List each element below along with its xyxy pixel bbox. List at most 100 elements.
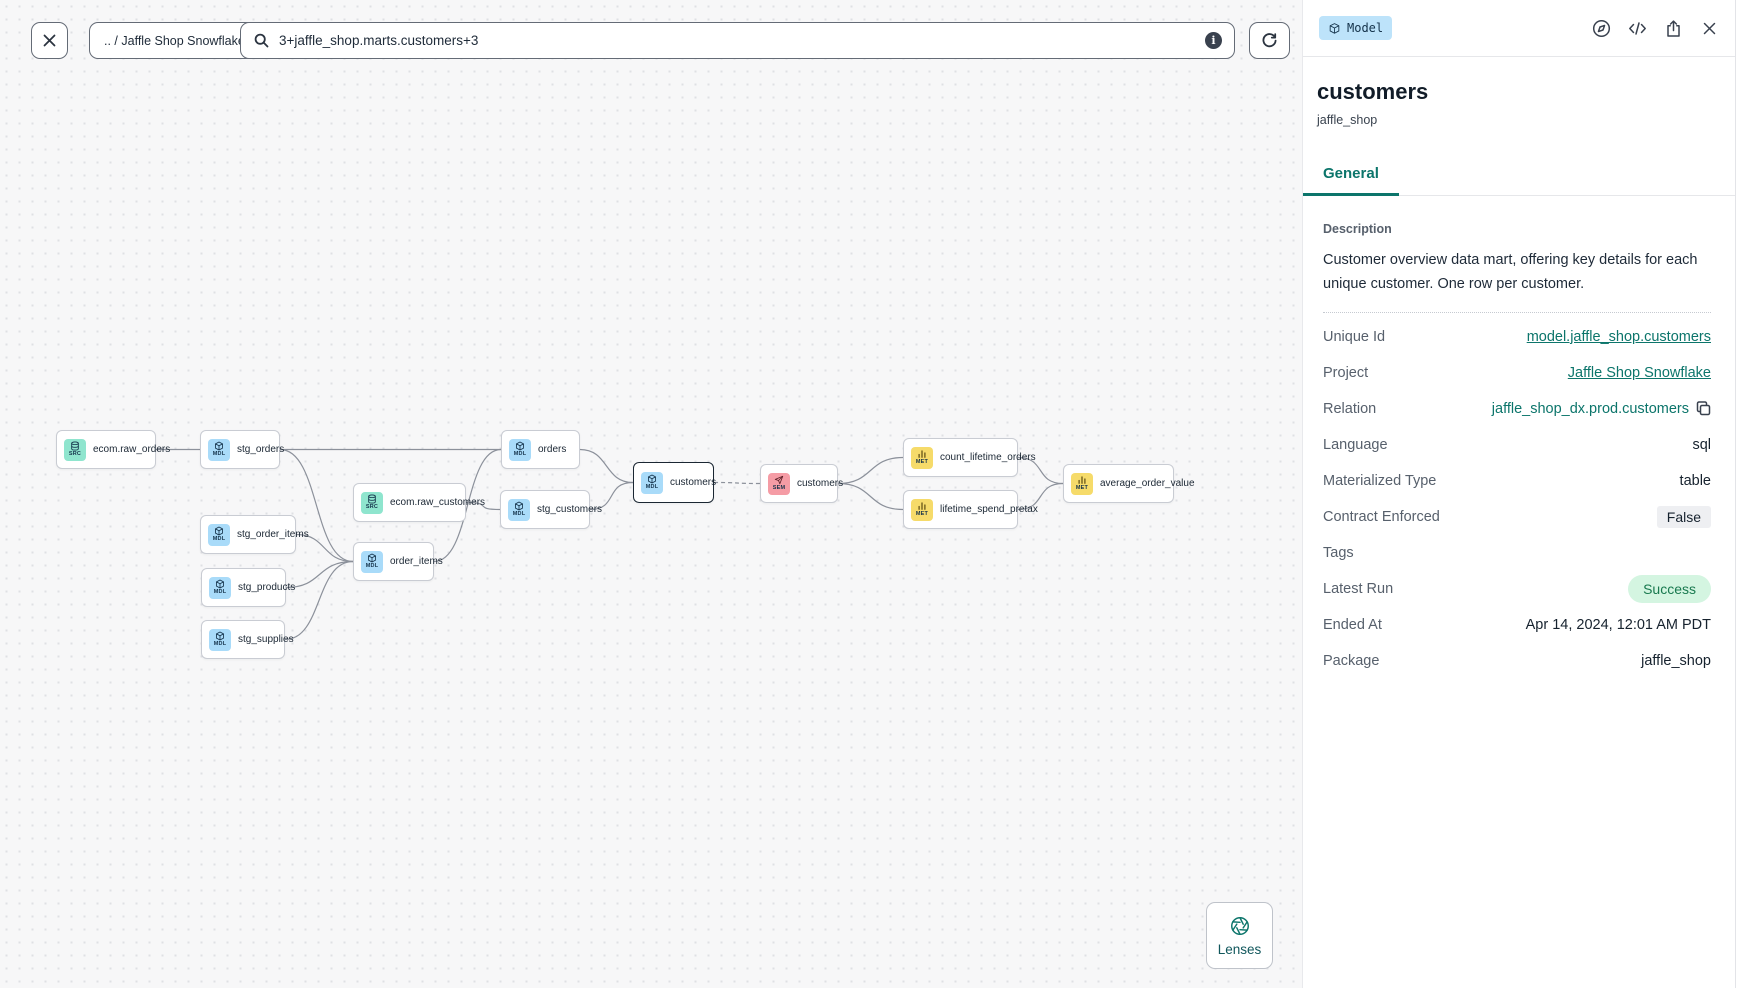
- close-panel-icon[interactable]: [1700, 19, 1719, 38]
- semantic-icon: SEM: [768, 472, 790, 495]
- edge-ecom.raw_customers-to-stg_customers: [465, 501, 501, 511]
- copy-icon[interactable]: [1696, 401, 1711, 416]
- node-label: average_order_value: [1100, 478, 1195, 489]
- node-label: order_items: [390, 556, 443, 567]
- edge-orders-to-customers_model: [579, 448, 634, 484]
- lenses-label: Lenses: [1217, 941, 1262, 957]
- node-label: customers: [670, 477, 717, 488]
- resource-type-label: Model: [1347, 21, 1384, 35]
- panel-tabs: General: [1303, 165, 1735, 196]
- detail-row-label: Unique Id: [1323, 328, 1386, 345]
- scrollbar-track[interactable]: [1735, 0, 1741, 988]
- resource-type-badge: Model: [1319, 16, 1393, 40]
- detail-row-value[interactable]: Jaffle Shop Snowflake: [1567, 364, 1711, 381]
- panel-header: Model: [1303, 0, 1735, 57]
- close-graph-button[interactable]: [31, 22, 68, 59]
- model-cube-icon: [1329, 22, 1340, 34]
- description-label: Description: [1323, 222, 1392, 236]
- tab-general[interactable]: General: [1303, 165, 1399, 196]
- node-label: stg_orders: [237, 444, 285, 455]
- edge-stg_orders-to-order_items: [279, 448, 354, 563]
- model-icon: MDL: [209, 628, 231, 651]
- source-icon: SRC: [361, 491, 383, 514]
- graph-node-customers_model[interactable]: MDL customers: [633, 462, 717, 503]
- edge-stg_supplies-to-order_items: [284, 560, 354, 641]
- edge-layer: [156, 448, 1064, 641]
- close-icon: [43, 34, 56, 47]
- edge-customers_sem-to-lifetime_spend_pretax: [837, 482, 904, 511]
- status-badge: False: [1656, 505, 1711, 528]
- panel-actions: [1592, 19, 1719, 38]
- detail-row-value: jaffle_shop: [1641, 652, 1711, 669]
- search-input[interactable]: [279, 33, 1196, 48]
- graph-node-stg_supplies[interactable]: MDL stg_supplies: [201, 620, 294, 659]
- relation-value: jaffle_shop_dx.prod.customers: [1491, 400, 1689, 417]
- detail-row-label: Contract Enforced: [1323, 508, 1440, 525]
- detail-row-label: Latest Run: [1323, 580, 1394, 597]
- node-label: lifetime_spend_pretax: [940, 504, 1038, 515]
- graph-node-ecom.raw_customers[interactable]: SRC ecom.raw_customers: [353, 483, 485, 522]
- lenses-button[interactable]: Lenses: [1206, 902, 1273, 969]
- divider: [1323, 311, 1711, 313]
- search-icon: [254, 33, 269, 48]
- graph-node-lifetime_spend_pretax[interactable]: MET lifetime_spend_pretax: [903, 490, 1038, 529]
- metric-icon: MET: [1071, 472, 1093, 495]
- detail-row-value: sql: [1692, 436, 1711, 453]
- node-label: stg_supplies: [238, 634, 294, 645]
- detail-row-label: Project: [1323, 364, 1369, 381]
- detail-row-label: Package: [1323, 652, 1380, 669]
- search-bar[interactable]: i: [240, 22, 1235, 59]
- graph-node-order_items[interactable]: MDL order_items: [353, 542, 443, 581]
- package-subtitle: jaffle_shop: [1317, 113, 1378, 127]
- model-icon: MDL: [509, 438, 531, 461]
- node-label: count_lifetime_orders: [940, 452, 1036, 463]
- edge-stg_products-to-order_items: [285, 560, 354, 589]
- refresh-button[interactable]: [1249, 22, 1290, 59]
- detail-row: Tags: [1323, 535, 1711, 571]
- code-icon[interactable]: [1628, 19, 1647, 38]
- metric-icon: MET: [911, 498, 933, 521]
- breadcrumb[interactable]: .. / Jaffle Shop Snowflake: [89, 22, 260, 59]
- info-icon[interactable]: i: [1205, 32, 1222, 49]
- detail-row: Contract Enforced False: [1323, 499, 1711, 535]
- source-icon: SRC: [64, 438, 86, 461]
- graph-node-customers_sem[interactable]: SEM customers: [760, 464, 843, 503]
- edge-lifetime_spend_pretax-to-average_order_value: [1017, 482, 1064, 511]
- node-label: customers: [797, 478, 844, 489]
- edge-stg_customers-to-customers_model: [589, 481, 634, 511]
- node-label: stg_order_items: [237, 529, 309, 540]
- model-icon: MDL: [641, 471, 663, 494]
- panel-body: Description Customer overview data mart,…: [1303, 196, 1735, 679]
- graph-node-average_order_value[interactable]: MET average_order_value: [1063, 464, 1195, 503]
- details-panel: Model customers jaffle_shop: [1302, 0, 1735, 988]
- detail-row-label: Tags: [1323, 544, 1354, 561]
- detail-row-value[interactable]: model.jaffle_shop.customers: [1526, 328, 1711, 345]
- refresh-icon: [1262, 33, 1277, 48]
- detail-row: Project Jaffle Shop Snowflake: [1323, 355, 1711, 391]
- model-icon: MDL: [508, 498, 530, 521]
- detail-row: Unique Id model.jaffle_shop.customers: [1323, 319, 1711, 355]
- share-icon[interactable]: [1664, 19, 1683, 38]
- page-title: customers: [1317, 79, 1429, 104]
- explore-compass-icon[interactable]: [1592, 19, 1611, 38]
- node-label: ecom.raw_customers: [390, 497, 486, 508]
- detail-row-label: Materialized Type: [1323, 472, 1437, 489]
- status-badge: Success: [1628, 574, 1711, 603]
- edge-count_lifetime_orders-to-average_order_value: [1017, 456, 1064, 485]
- edge-customers_model-to-customers_sem: [713, 481, 761, 485]
- model-icon: MDL: [361, 550, 383, 573]
